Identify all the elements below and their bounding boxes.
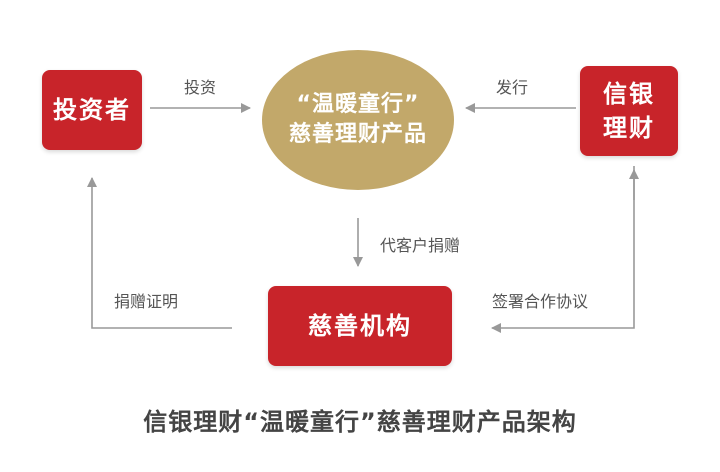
diagram-caption: 信银理财“温暖童行”慈善理财产品架构: [143, 408, 577, 436]
charity-box: 慈善机构: [268, 286, 452, 366]
agreement-arrow: [491, 166, 635, 333]
donation-proof-label: 捐赠证明: [114, 292, 179, 311]
agreement-label: 签署合作协议: [492, 292, 589, 311]
investor-box: 投资者: [42, 70, 142, 150]
investor-label: 投资者: [53, 96, 131, 124]
product-name-line1: “温暖童行”: [296, 92, 420, 117]
issue-label: 发行: [496, 78, 529, 97]
product-name-line2: 慈善理财产品: [288, 122, 427, 147]
bank-box: 信银 理财: [580, 66, 678, 156]
product-ellipse: “温暖童行” 慈善理财产品: [262, 50, 454, 190]
bank-label: 信银 理财: [603, 80, 655, 142]
charity-label: 慈善机构: [308, 312, 412, 340]
invest-label: 投资: [184, 78, 217, 97]
donation-proof-arrow: [87, 177, 232, 329]
donate-label: 代客户捐赠: [380, 236, 461, 255]
